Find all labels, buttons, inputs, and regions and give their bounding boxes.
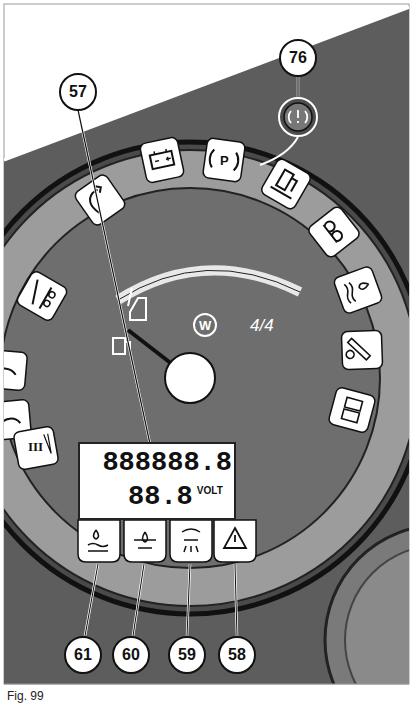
callout-number: 60 bbox=[112, 636, 150, 674]
callout-text: 76 bbox=[289, 49, 307, 67]
lcd-segment-text: 88.8 bbox=[128, 484, 193, 511]
callout-number: 59 bbox=[168, 636, 206, 674]
lcd-segment-text: 888888.8 bbox=[102, 450, 232, 477]
callout-text: 61 bbox=[74, 646, 92, 664]
callout-text: 59 bbox=[178, 646, 196, 664]
callout-text: 58 bbox=[228, 646, 246, 664]
callout-number: 61 bbox=[64, 636, 102, 674]
dial-label: III bbox=[28, 440, 43, 453]
dial-label: P bbox=[220, 154, 229, 167]
dial-label: W bbox=[199, 319, 211, 332]
dial-label: 4/4 bbox=[250, 317, 274, 334]
figure-caption: Fig. 99 bbox=[7, 689, 44, 703]
callout-text: 60 bbox=[122, 646, 140, 664]
callout-number: 57 bbox=[59, 73, 97, 111]
lcd-segment-text: VOLT bbox=[197, 486, 223, 496]
lcd-display: 888888.8 88.8 VOLT bbox=[78, 442, 236, 520]
callout-number: 76 bbox=[279, 39, 317, 77]
callout-number: 58 bbox=[218, 636, 256, 674]
callout-text: 57 bbox=[69, 83, 87, 101]
